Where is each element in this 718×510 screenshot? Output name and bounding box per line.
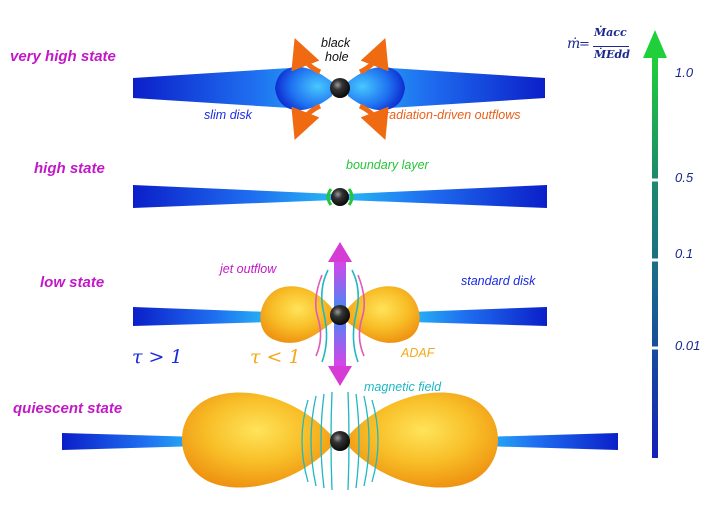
- standard-disk-label: standard disk: [461, 274, 536, 288]
- tau-less-label: τ < 1: [250, 346, 301, 368]
- low-state-field-lines: [314, 269, 366, 363]
- black-hole-low: [330, 305, 350, 325]
- slim-disk-label: slim disk: [204, 108, 252, 122]
- very-high-state-disk: [133, 66, 545, 111]
- adaf-label: ADAF: [401, 346, 435, 360]
- high-state-label: high state: [34, 160, 105, 177]
- very-high-state-label: very high state: [10, 48, 116, 65]
- radiation-outflow-arrows: [291, 38, 389, 140]
- boundary-layer-label: boundary layer: [346, 158, 429, 172]
- jet-outflow-label: jet outflow: [220, 262, 277, 276]
- tau-greater-label: τ > 1: [132, 346, 183, 368]
- black-hole-high: [331, 188, 349, 206]
- black-hole-label-line2: hole: [325, 50, 349, 64]
- scale-tick-2: 0.5: [675, 170, 694, 185]
- formula-numerator: Ṁacc: [594, 26, 627, 39]
- quiescent-state-disk: [62, 433, 618, 450]
- formula-equals: =: [579, 37, 590, 52]
- radiation-outflows-label: radiation-driven outflows: [385, 108, 521, 122]
- black-hole-quiescent: [330, 431, 350, 451]
- formula-lhs: ṁ: [567, 36, 581, 52]
- quiescent-state-adaf: [181, 392, 499, 488]
- black-hole-label-line1: black: [321, 36, 351, 50]
- scale-tick-4: 0.01: [675, 338, 701, 353]
- high-state-disk: [133, 185, 547, 208]
- quiescent-state-label: quiescent state: [13, 400, 123, 417]
- formula-denominator: ṀEdd: [594, 48, 630, 61]
- magnetic-field-label: magnetic field: [364, 380, 442, 394]
- scale-tick-3: 0.1: [675, 246, 694, 261]
- black-hole-very-high: [330, 78, 350, 98]
- formula-fraction-bar: [593, 46, 629, 48]
- low-state-disk: [133, 307, 547, 326]
- accretion-rate-scale: [643, 30, 667, 458]
- boundary-layer-ring: [326, 188, 354, 206]
- low-state-label: low state: [40, 274, 105, 291]
- scale-tick-1: 1.0: [675, 65, 694, 80]
